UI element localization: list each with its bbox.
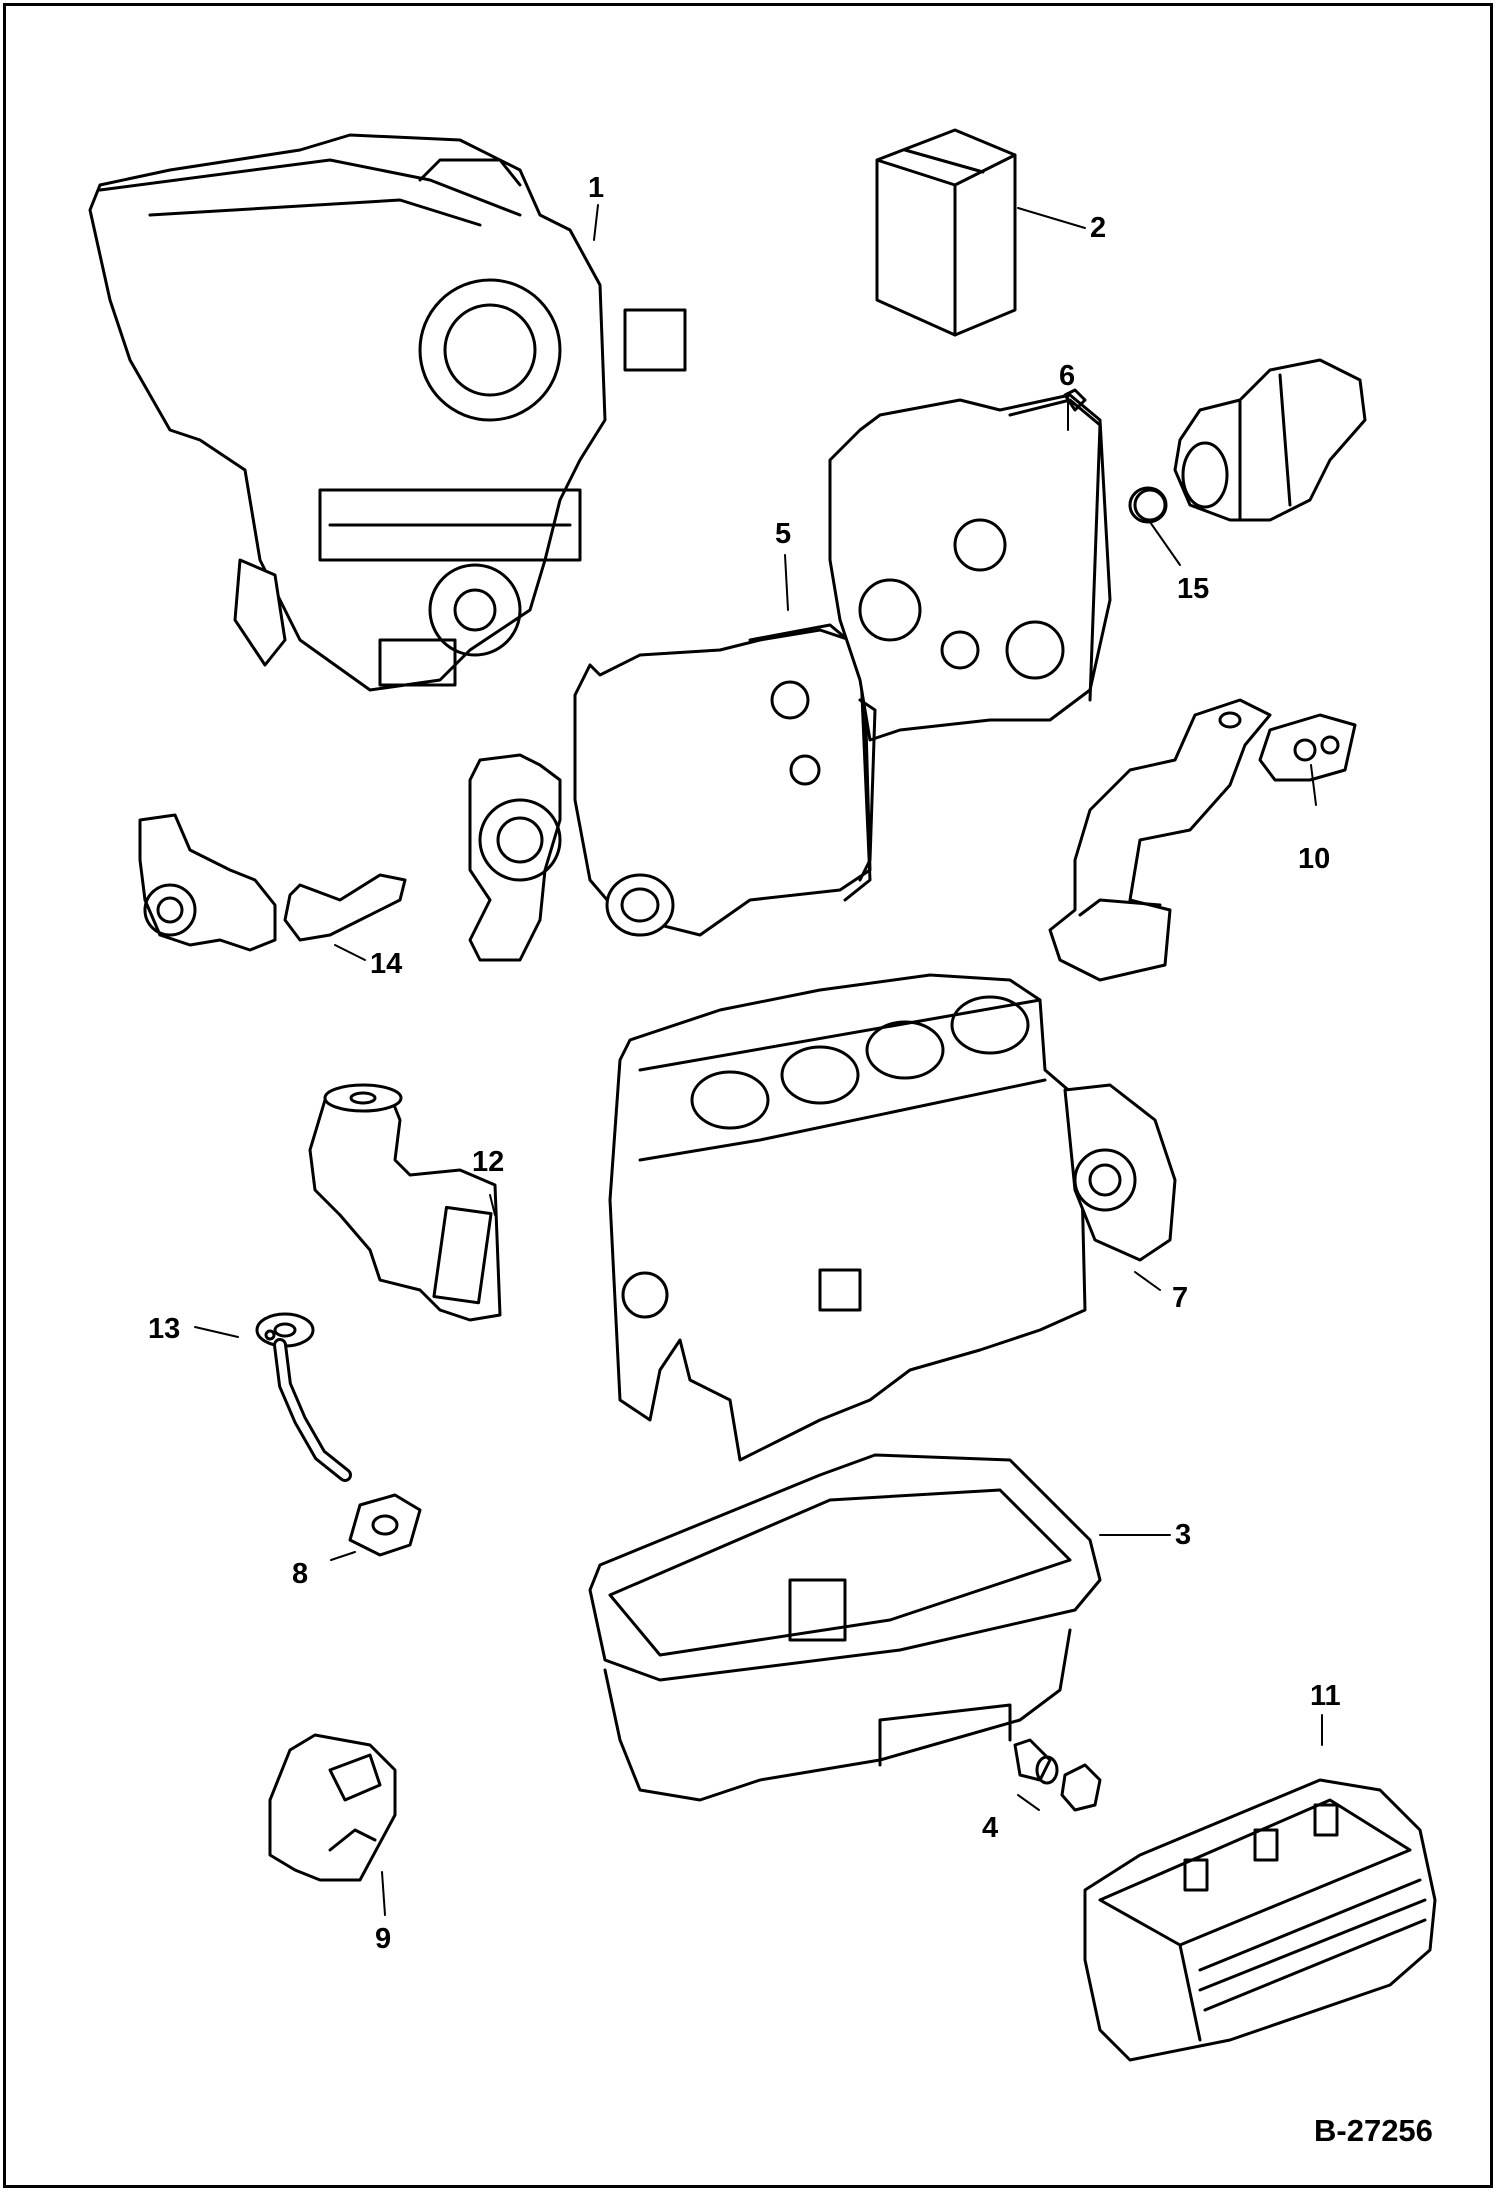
callout-15: 15 xyxy=(1177,573,1210,605)
callout-7: 7 xyxy=(1172,1282,1189,1314)
callout-8: 8 xyxy=(292,1558,309,1590)
callout-2: 2 xyxy=(1090,212,1107,244)
rocker-cover xyxy=(1083,1778,1437,2062)
callout-1: 1 xyxy=(588,172,605,204)
gear-housing xyxy=(828,393,1112,742)
oil-sump-and-gasket xyxy=(588,1453,1102,1802)
injection-pump xyxy=(1128,358,1367,524)
cylinder-block xyxy=(608,973,1177,1462)
callout-13: 13 xyxy=(148,1313,181,1345)
engine-assembly xyxy=(88,133,687,692)
timing-cover-assembly xyxy=(468,623,872,962)
breather-tube xyxy=(255,1312,422,1557)
oil-pickup-tube xyxy=(1048,698,1357,982)
gaskets-and-seals xyxy=(264,388,1167,1341)
figure-reference-code: B-27256 xyxy=(1314,2113,1433,2148)
callout-9: 9 xyxy=(375,1923,392,1955)
callout-3: 3 xyxy=(1175,1519,1192,1551)
callout-5: 5 xyxy=(775,518,792,550)
callout-14: 14 xyxy=(370,948,403,980)
oil-pump xyxy=(138,813,407,952)
fuel-lift-pump xyxy=(308,1083,502,1322)
callout-6: 6 xyxy=(1059,360,1076,392)
gasket-kit-box xyxy=(875,128,1017,337)
drain-plug-set xyxy=(1013,1738,1102,1812)
thermostat-housing xyxy=(268,1733,397,1882)
callout-leader-lines xyxy=(194,204,1323,1916)
callout-4: 4 xyxy=(982,1812,999,1844)
callout-11: 11 xyxy=(1310,1680,1341,1712)
callout-10: 10 xyxy=(1298,843,1331,875)
callout-12: 12 xyxy=(472,1146,505,1178)
diagram-frame xyxy=(3,3,1493,2188)
